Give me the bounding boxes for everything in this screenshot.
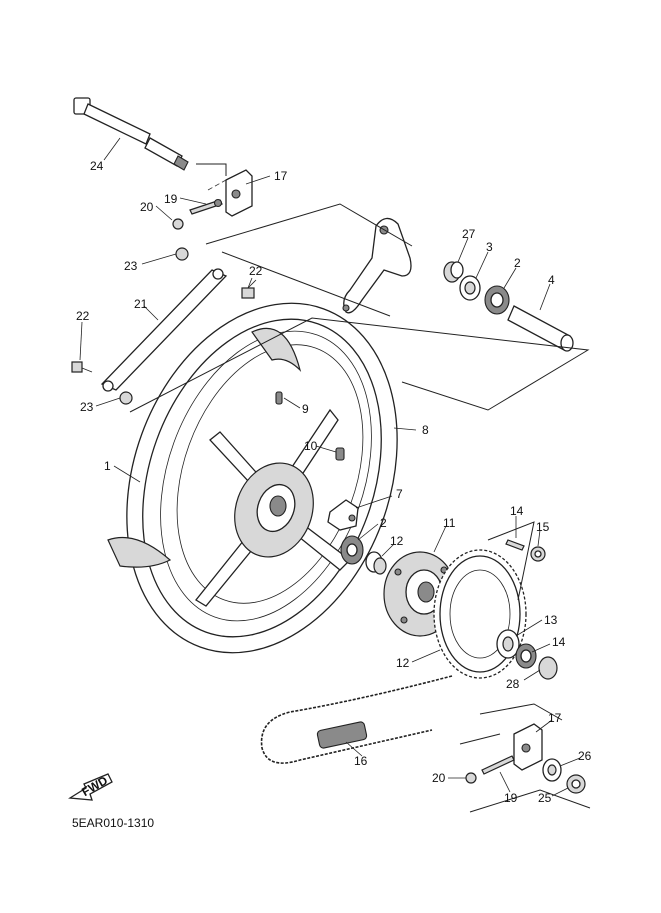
axle-nut-25 [566, 774, 586, 794]
callout: 23 [80, 400, 94, 414]
callout: 19 [504, 791, 518, 805]
driven-sprocket [433, 549, 527, 679]
forward-arrow-icon: FWD [68, 773, 113, 801]
callout: 10 [304, 439, 318, 453]
callout: 19 [164, 192, 178, 206]
balance-weight-8 [335, 447, 345, 461]
collar-27 [443, 261, 464, 283]
bearing-11 [515, 643, 537, 669]
chain-puller-left [207, 169, 253, 217]
callout: 2 [380, 516, 387, 530]
rear-wheel [107, 302, 398, 654]
callout: 2 [514, 256, 521, 270]
washer-26 [542, 758, 562, 782]
callout: 4 [548, 273, 555, 287]
callout: 11 [443, 516, 456, 530]
nut-right-20 [465, 772, 477, 784]
diagram-code: 5EAR010-1310 [72, 816, 154, 830]
bolt-22-lower [71, 361, 93, 373]
callout: 28 [506, 677, 520, 691]
callout: 13 [544, 613, 558, 627]
callout: 25 [538, 791, 552, 805]
rear-axle [73, 97, 189, 171]
callout: 9 [302, 402, 309, 416]
oil-seal-10 [496, 629, 520, 659]
callout: 8 [422, 423, 429, 437]
callout: 12 [396, 656, 410, 670]
nut-23-upper [175, 247, 189, 261]
adjust-bolt-right [481, 755, 515, 775]
callouts: 24 17 19 20 23 22 21 22 23 27 3 2 4 9 8 … [76, 159, 592, 805]
callout: 17 [548, 711, 562, 725]
callout: 14 [552, 635, 566, 649]
callout: 20 [432, 771, 446, 785]
oil-seal-3 [459, 275, 481, 301]
damper-5 [327, 499, 359, 531]
callout: 1 [104, 459, 111, 473]
sprocket-nut-15 [530, 546, 546, 562]
reference-lines [129, 163, 591, 813]
bearing-2-lower [340, 535, 364, 565]
callout: 24 [90, 159, 104, 173]
callout: 15 [536, 520, 550, 534]
sprocket-bolt-14 [505, 539, 525, 551]
chain-puller-right [513, 723, 543, 771]
caliper-bracket [342, 217, 412, 314]
drive-chain [260, 675, 453, 764]
callout: 21 [134, 297, 148, 311]
callout: 22 [76, 309, 90, 323]
callout: 26 [578, 749, 592, 763]
callout: 27 [462, 227, 476, 241]
adjust-bolt-left [189, 198, 223, 215]
bearing-2-upper [484, 285, 510, 315]
valve-7 [275, 391, 283, 405]
collar-28 [538, 656, 558, 680]
leader-lines [79, 137, 581, 797]
bolt-22-upper [241, 279, 257, 299]
callout: 14 [510, 504, 524, 518]
callout: 17 [274, 169, 288, 183]
nut-23-lower [119, 391, 133, 405]
callout: 20 [140, 200, 154, 214]
nut-left-upper [172, 218, 184, 230]
collar-4 [507, 305, 574, 352]
callout: 22 [249, 264, 263, 278]
callout: 12 [390, 534, 404, 548]
callout: 23 [124, 259, 138, 273]
tension-bar [100, 268, 228, 392]
callout: 7 [396, 487, 403, 501]
callout: 16 [354, 754, 368, 768]
callout: 3 [486, 240, 493, 254]
collar-12 [365, 551, 387, 575]
